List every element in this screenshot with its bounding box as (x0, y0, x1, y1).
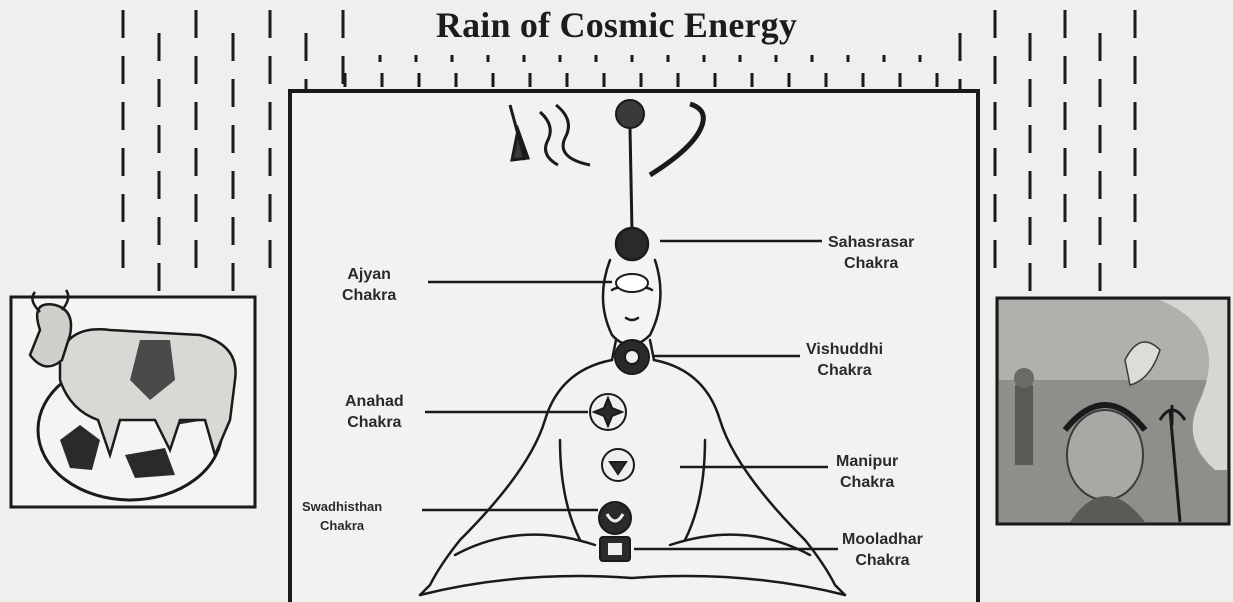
manipur-label: ManipurChakra (836, 451, 898, 493)
cow-illustration (11, 290, 255, 507)
ajyan-label: AjyanChakra (342, 264, 396, 306)
vishuddhi-label: VishuddhiChakra (806, 339, 883, 381)
mooladhar-label: MooladharChakra (842, 529, 923, 571)
swadhisthan-label: SwadhisthanChakra (302, 497, 382, 535)
sahasrasar-label: SahasrasarChakra (828, 232, 914, 274)
swadhisthan-chakra-symbol (599, 502, 631, 534)
cosmic-source-dot (616, 100, 644, 128)
diagram-title: Rain of Cosmic Energy (0, 4, 1233, 46)
deity-illustration (997, 298, 1229, 524)
ajyan-chakra-symbol (616, 274, 648, 292)
anahad-label: AnahadChakra (345, 391, 404, 433)
